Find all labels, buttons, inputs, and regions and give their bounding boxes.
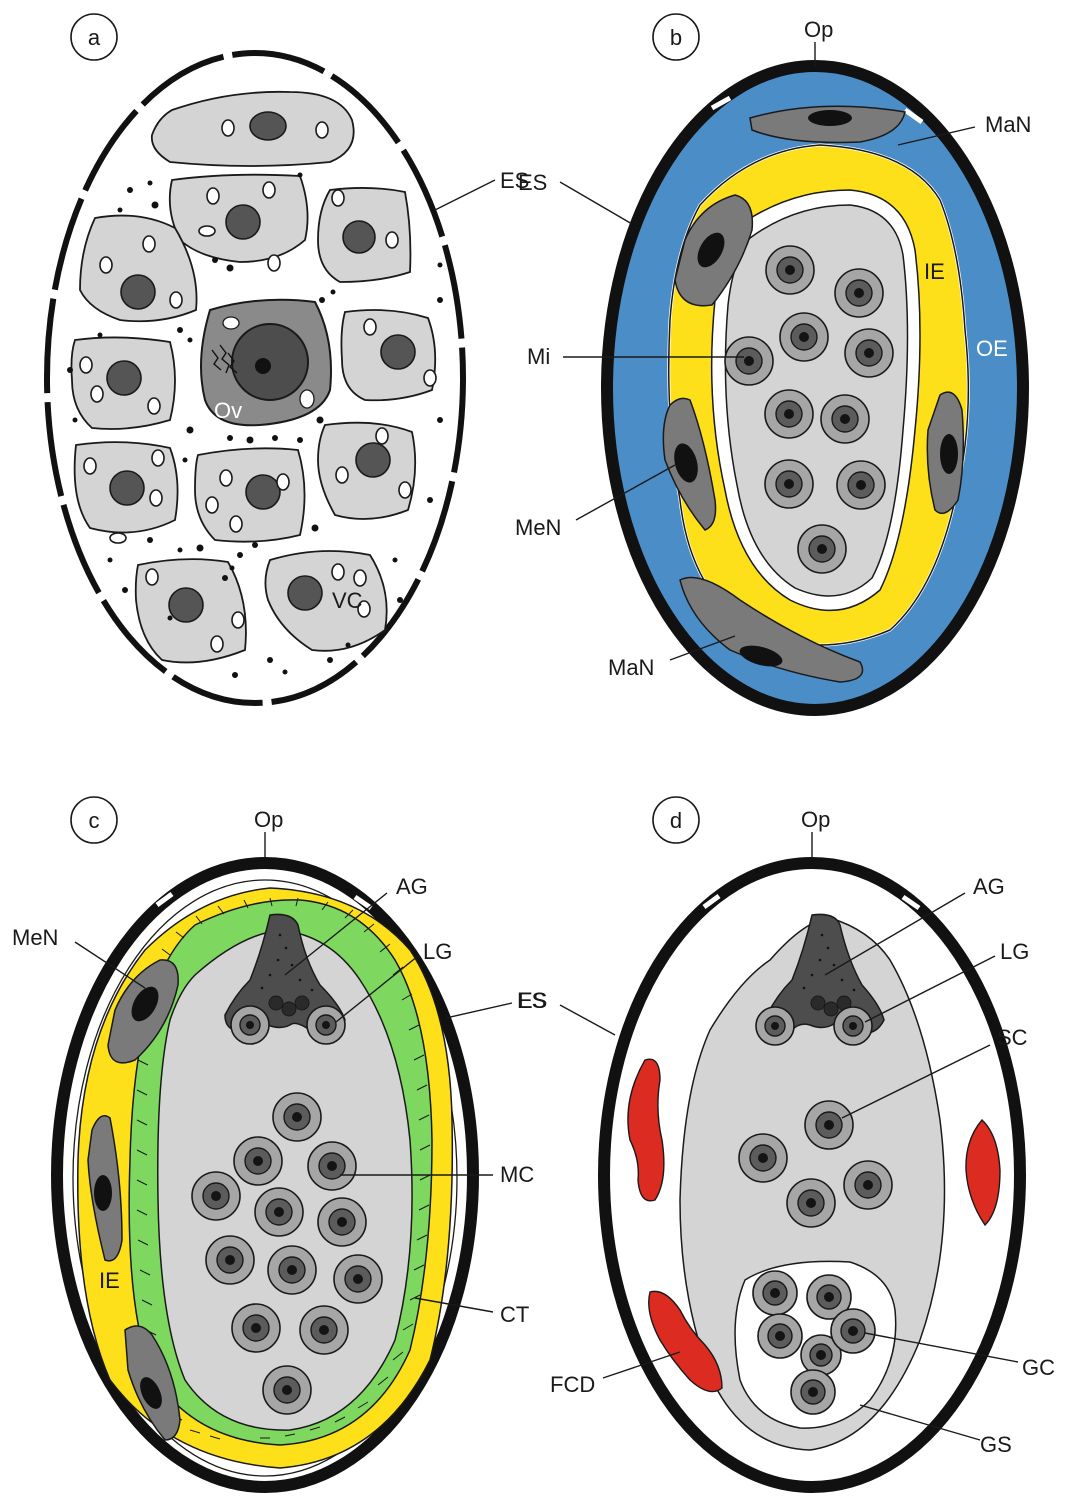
es-leader-b — [560, 182, 632, 224]
label-oe: OE — [976, 336, 1008, 361]
label-ag-c: AG — [396, 874, 428, 899]
panel-a-label: a — [88, 25, 101, 50]
label-ct: CT — [500, 1302, 529, 1327]
label-fcd: FCD — [550, 1372, 595, 1397]
label-sc: SC — [997, 1025, 1028, 1050]
label-ie-c: IE — [99, 1268, 120, 1293]
es-leader-d — [560, 1005, 615, 1035]
panel-d: d — [517, 797, 1055, 1487]
label-lg-d: LG — [1000, 939, 1029, 964]
label-mi: Mi — [527, 344, 550, 369]
label-vc: VC — [332, 588, 363, 613]
panel-c-label: c — [89, 808, 100, 833]
label-gs: GS — [980, 1432, 1012, 1457]
label-ie-b: IE — [924, 259, 945, 284]
panel-c: c — [12, 797, 547, 1487]
label-man-top: MaN — [985, 112, 1031, 137]
panel-b-label: b — [670, 25, 682, 50]
label-men-c: MeN — [12, 925, 58, 950]
label-es-b: ES — [518, 170, 547, 195]
label-mc: MC — [500, 1162, 534, 1187]
label-es-d: ES — [517, 988, 546, 1013]
label-man-bottom: MaN — [608, 655, 654, 680]
es-leader-a — [435, 180, 495, 210]
label-op-c: Op — [254, 807, 283, 832]
label-op-b: Op — [804, 17, 833, 42]
label-ag-d: AG — [973, 874, 1005, 899]
label-op-d: Op — [801, 807, 830, 832]
panel-a: a — [47, 14, 529, 703]
panel-d-label: d — [670, 808, 682, 833]
label-men-b: MeN — [515, 515, 561, 540]
label-ov: Ov — [214, 398, 242, 423]
label-gc: GC — [1022, 1355, 1055, 1380]
panel-b: b — [515, 14, 1031, 710]
es-leader-c — [446, 1003, 512, 1018]
label-lg-c: LG — [423, 939, 452, 964]
